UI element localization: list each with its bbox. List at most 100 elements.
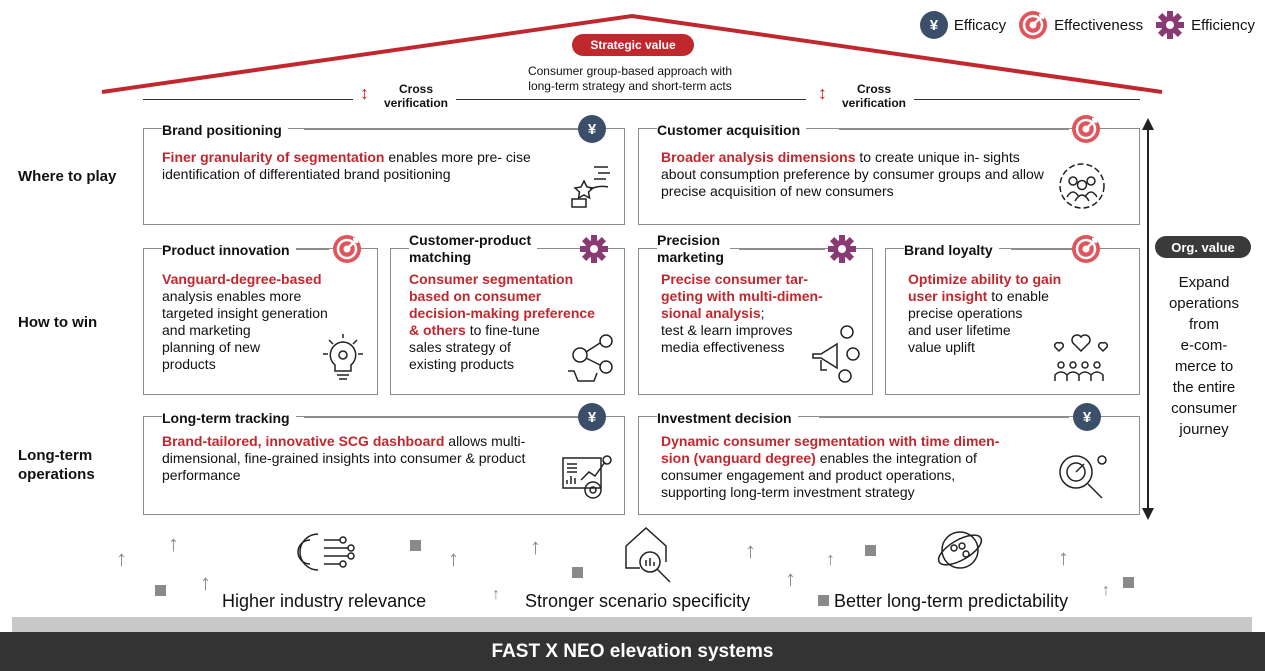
box-title: Customer-product matching — [409, 232, 538, 266]
title-rule — [839, 129, 1069, 130]
org-line-5: merce to — [1174, 358, 1234, 375]
foundation-label-specificity: Stronger scenario specificity — [525, 591, 751, 611]
org-value-text: Expand operations from e-com- merce to t… — [1152, 272, 1256, 440]
org-value-badge: Org. value — [1155, 236, 1251, 258]
up-arrow-icon: ↑ — [168, 531, 179, 556]
body-line-2: precise operations — [908, 305, 1023, 321]
box-title: Investment decision — [657, 410, 798, 427]
row-label-long-2: operations — [18, 466, 95, 483]
body-line-2: targeted insight generation — [162, 305, 328, 321]
gear-icon — [1156, 11, 1185, 39]
decor-square — [818, 595, 829, 606]
decor-square — [1123, 577, 1134, 588]
org-line-6: the entire — [1172, 379, 1236, 396]
cart-network-icon — [568, 334, 613, 382]
target-icon — [333, 235, 361, 263]
body-line-2: cise identification of differentiated br… — [162, 149, 531, 182]
roof-divider-right — [914, 99, 1140, 100]
star-hand-icon — [571, 166, 610, 208]
body-line-3: groups and allow precise acquisition of … — [661, 166, 1044, 199]
body-line-3: existing products — [409, 356, 515, 372]
highlight-line-2: geting with multi-dimen- — [661, 288, 823, 304]
cross-verification-left: ↕ Cross verification — [360, 82, 454, 110]
org-line-2: operations — [1168, 295, 1240, 312]
org-line-7: consumer — [1171, 400, 1237, 417]
body-line-2: sales strategy of — [409, 339, 511, 355]
foundation-label-relevance: Higher industry relevance — [222, 591, 427, 611]
row-label-where: Where to play — [18, 168, 117, 185]
title-rule — [304, 129, 584, 130]
highlight-line-1: Optimize ability to gain — [908, 271, 1062, 287]
body-line-1: to fine-tune — [469, 322, 540, 338]
strategic-value-badge: Strategic value — [572, 34, 694, 56]
box-product-innovation: Product innovation Vanguard-degree-based… — [143, 235, 378, 395]
up-arrow-icon: ↑ — [826, 549, 835, 569]
title-line-1: Customer-product — [409, 232, 532, 248]
title-line-2: matching — [409, 249, 472, 265]
title-rule — [304, 417, 584, 418]
up-arrow-icon: ↑ — [116, 546, 127, 571]
network-globe-icon — [937, 531, 983, 569]
legend: ¥ Efficacy Effectiveness Efficiency — [914, 10, 1255, 40]
legend-efficacy: ¥ Efficacy — [919, 11, 1007, 39]
box-title: Brand positioning — [162, 122, 288, 139]
body-line-3: and user lifetime — [908, 322, 1011, 338]
up-arrow-icon: ↑ — [1058, 545, 1069, 570]
yen-icon: ¥ — [919, 11, 948, 39]
body-line-1: to enable — [991, 288, 1049, 304]
box-long-term-tracking: Long-term tracking ¥ Brand-tailored, inn… — [143, 403, 625, 515]
title-rule — [819, 417, 1069, 418]
target-icon — [1072, 235, 1100, 263]
body-line-4: value uplift — [908, 339, 975, 355]
row-label-long: Long-term operations — [18, 446, 95, 484]
box-title: Long-term tracking — [162, 410, 296, 427]
box-body: Finer granularity of segmentation enable… — [162, 149, 552, 183]
hearts-crowd-icon — [1053, 334, 1109, 381]
body-line-2: sights about consumption preference by c… — [661, 149, 1020, 182]
gear-icon — [828, 235, 856, 263]
title-line-1: Precision — [657, 232, 721, 248]
magnifier-chart-icon — [1059, 455, 1107, 499]
body-line-1: enables more pre- — [388, 149, 502, 165]
body-line-5: products — [162, 356, 216, 372]
up-arrow-icon: ↑ — [492, 586, 500, 603]
legend-efficiency: Efficiency — [1155, 10, 1255, 40]
roof-outline — [101, 13, 1163, 94]
body-line-3: & product performance — [162, 450, 526, 483]
decor-square — [572, 567, 583, 578]
highlight-line-2: user insight — [908, 288, 988, 304]
people-circle-icon — [1059, 163, 1105, 209]
cross-right-line2: verification — [841, 96, 907, 110]
org-line-3: from — [1189, 316, 1219, 333]
foundation-slab — [12, 617, 1252, 632]
body-line-1: allows — [448, 433, 488, 449]
highlight-line-2: sion (vanguard degree) — [661, 450, 816, 466]
body-line-2: multi-dimensional, fine-grained insights… — [162, 433, 526, 466]
cross-left-line1: Cross — [398, 82, 433, 96]
highlight-line-3: sional analysis — [661, 305, 761, 321]
body-line-2: consumer engagement and product operatio… — [661, 467, 956, 483]
box-body: Consumer segmentation based on consumer … — [409, 271, 621, 373]
body-line-3: and marketing — [162, 322, 251, 338]
box-body: Optimize ability to gain user insight to… — [908, 271, 1128, 356]
box-brand-positioning: Brand positioning ¥ Finer granularity of… — [143, 115, 625, 225]
vertical-double-arrow — [1142, 118, 1154, 520]
strategic-line-1: Consumer group-based approach with — [527, 64, 733, 78]
legend-efficacy-label: Efficacy — [953, 16, 1007, 34]
up-arrow-icon: ↑ — [448, 546, 459, 571]
row-label-long-1: Long-term — [18, 447, 93, 464]
row-label-how: How to win — [18, 314, 98, 331]
highlight-line-1: Precise consumer tar- — [661, 271, 809, 287]
highlight-line-3: decision-making preference — [409, 305, 595, 321]
highlight-line-4: & others — [409, 322, 466, 338]
org-line-8: journey — [1179, 421, 1229, 438]
legend-efficiency-label: Efficiency — [1191, 16, 1255, 34]
body-line-1: ; — [760, 305, 765, 321]
highlight: Finer granularity of segmentation — [162, 149, 385, 165]
up-arrow-icon: ↑ — [1102, 582, 1110, 599]
title-rule — [294, 249, 329, 250]
body-line-4: planning of new — [162, 339, 261, 355]
up-arrow-icon: ↑ — [785, 566, 796, 591]
legend-effectiveness: Effectiveness — [1018, 10, 1143, 40]
highlight-line-1: Consumer segmentation — [409, 271, 574, 287]
